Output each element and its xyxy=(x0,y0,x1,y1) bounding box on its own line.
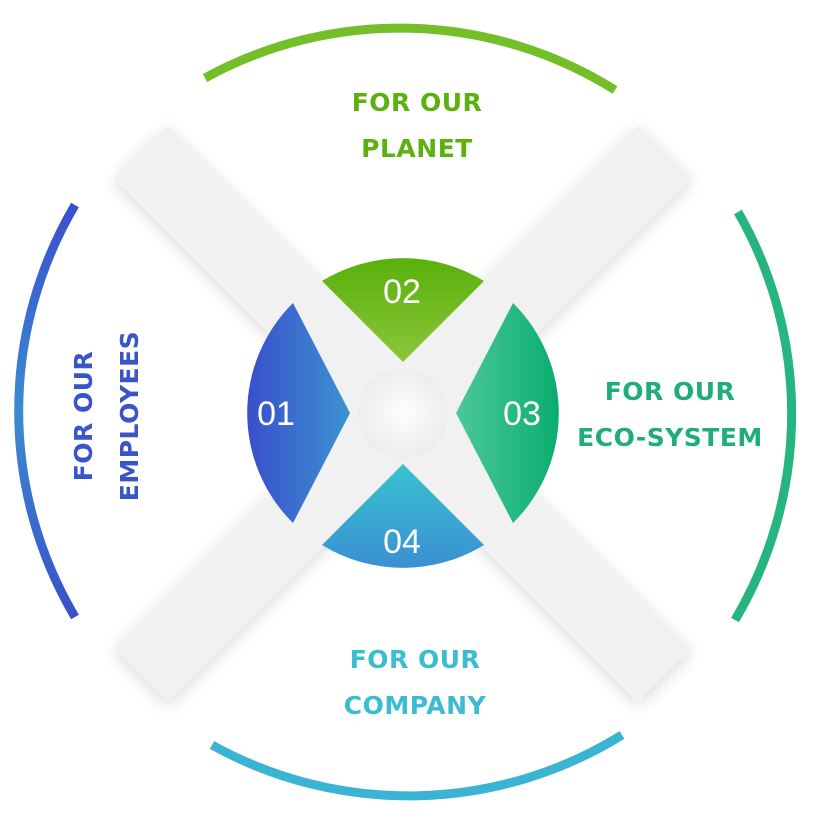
label-planet: FOR OUR PLANET xyxy=(300,80,534,172)
arc-planet xyxy=(202,23,618,94)
arc-company xyxy=(209,731,625,801)
label-line1: FOR OUR xyxy=(349,645,481,674)
wedge-02 xyxy=(322,258,484,362)
wedge-03 xyxy=(456,303,559,523)
label-ecosystem: FOR OUR ECO-SYSTEM xyxy=(570,369,770,461)
label-line2: EMPLOYEES xyxy=(115,330,144,502)
center-hub xyxy=(358,368,448,458)
center-wheel xyxy=(247,258,559,568)
label-line1: FOR OUR xyxy=(69,350,98,482)
wedge-01 xyxy=(247,303,350,523)
label-line2: ECO-SYSTEM xyxy=(577,423,763,452)
label-line2: COMPANY xyxy=(343,691,487,720)
number-03: 03 xyxy=(503,395,541,433)
label-line1: FOR OUR xyxy=(351,88,483,117)
wedge-04 xyxy=(322,464,484,568)
label-company: FOR OUR COMPANY xyxy=(300,637,530,729)
label-employees: FOR OUR EMPLOYEES xyxy=(61,301,153,531)
label-line2: PLANET xyxy=(361,134,473,163)
label-line1: FOR OUR xyxy=(604,377,736,406)
number-04: 04 xyxy=(383,523,421,561)
arc-ecosystem xyxy=(731,209,797,623)
number-02: 02 xyxy=(383,273,421,311)
arc-employees xyxy=(14,202,79,620)
number-01: 01 xyxy=(257,395,295,433)
